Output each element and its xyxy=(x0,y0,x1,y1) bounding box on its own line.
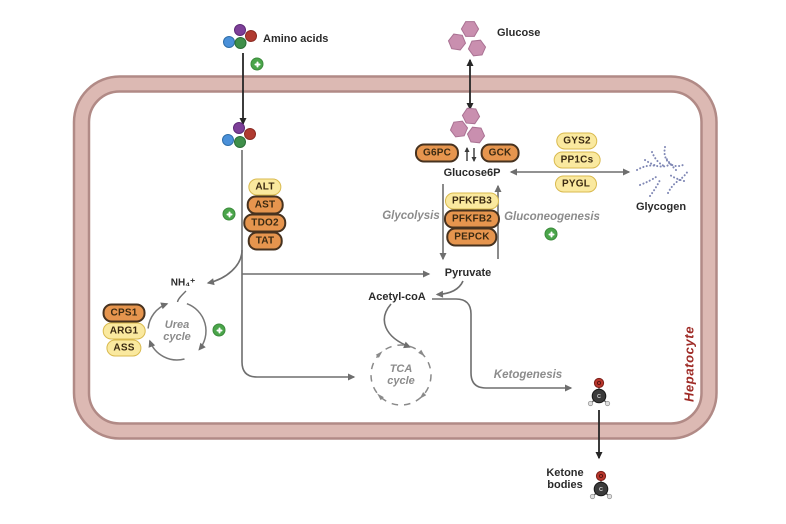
enzyme-pill-pygl: PYGL xyxy=(554,175,598,193)
amino-to-tca-arrow xyxy=(241,150,356,381)
positive-regulation-icon xyxy=(212,323,226,337)
urea-cycle-arrows xyxy=(147,302,207,361)
oxygen-atom-label: O xyxy=(599,474,604,480)
ketone-bodies-line2: bodies xyxy=(547,479,583,491)
g6pc-gck-reversible-arrows xyxy=(464,147,477,162)
glycogen-label: Glycogen xyxy=(635,201,687,213)
positive-regulation-icon xyxy=(544,227,558,241)
enzyme-pill-ast: AST xyxy=(246,195,284,215)
amino-acids-label: Amino acids xyxy=(263,33,329,45)
amino-to-ammonium-arrow xyxy=(206,249,243,286)
carbon-atom-label: C xyxy=(599,487,603,493)
ketone-bodies-label: Ketone bodies xyxy=(546,467,583,491)
tca-cycle-label: TCA cycle xyxy=(387,363,415,387)
positive-regulation-icon xyxy=(222,207,236,221)
gluconeogenesis-label: Gluconeogenesis xyxy=(504,211,600,223)
enzyme-pill-alt: ALT xyxy=(248,178,282,196)
enzyme-pill-gck: GCK xyxy=(480,143,520,163)
amino-acid-dots-icon xyxy=(223,24,257,49)
ketogenesis-arrow xyxy=(432,298,573,392)
acetylcoa-to-tca-arrow xyxy=(383,303,412,349)
enzyme-pill-pepck: PEPCK xyxy=(446,227,498,247)
glucose-hexagons-inside-icon xyxy=(449,107,486,144)
ketone-bodies-line1: Ketone xyxy=(546,467,584,479)
ketone-bodies-molecule-icon: O C xyxy=(589,470,613,500)
glucose-label: Glucose xyxy=(497,27,541,39)
positive-regulation-icon xyxy=(250,57,264,71)
ammonium-to-urea-connector xyxy=(176,290,187,303)
glycolysis-label: Glycolysis xyxy=(382,210,440,222)
hepatocyte-cell-label: Hepatocyte xyxy=(681,325,697,403)
enzyme-pill-pfkfb3: PFKFB3 xyxy=(444,192,500,210)
amino-acid-dots-inside-icon xyxy=(222,122,256,148)
acetyl-coa-label: Acetyl-coA xyxy=(368,291,426,303)
enzyme-pill-ass: ASS xyxy=(106,339,142,357)
enzyme-pill-pp1cs: PP1Cs xyxy=(553,151,601,169)
glucose-hexagons-icon xyxy=(446,21,487,57)
enzyme-pill-gys2: GYS2 xyxy=(556,132,598,150)
enzyme-pill-pfkfb2: PFKFB2 xyxy=(443,209,501,229)
oxygen-atom-label: O xyxy=(597,381,602,387)
ammonium-label: NH₄⁺ xyxy=(170,277,196,289)
enzyme-pill-tdo2: TDO2 xyxy=(243,213,287,233)
cell-membrane xyxy=(72,75,718,440)
enzyme-pill-arg1: ARG1 xyxy=(102,322,146,340)
tca-cycle-arrows xyxy=(370,344,432,406)
ketone-molecule-icon: O C xyxy=(587,377,611,407)
ketogenesis-label: Ketogenesis xyxy=(493,369,563,381)
pyruvate-to-acetylcoa-arrow xyxy=(435,280,464,298)
glycogen-structure-icon xyxy=(636,146,689,197)
urea-cycle-label: Urea cycle xyxy=(163,319,191,343)
glucose6p-label: Glucose6P xyxy=(443,167,501,179)
carbon-atom-label: C xyxy=(597,394,601,400)
enzyme-pill-g6pc: G6PC xyxy=(414,143,460,163)
pyruvate-label: Pyruvate xyxy=(444,267,492,279)
enzyme-pill-cps1: CPS1 xyxy=(102,303,146,323)
enzyme-pill-tat: TAT xyxy=(247,231,283,251)
